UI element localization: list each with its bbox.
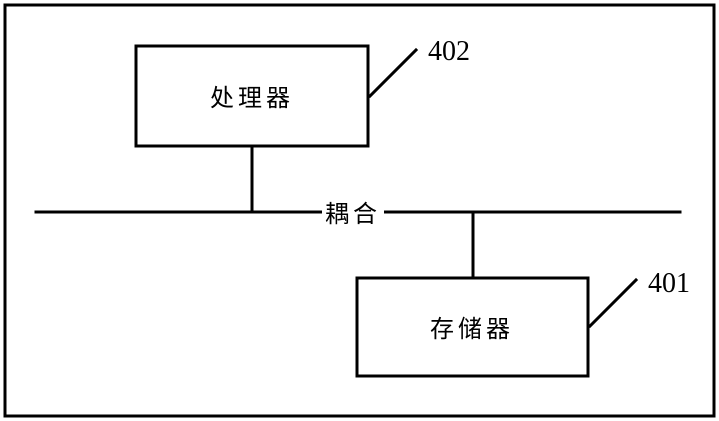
processor-leader-line <box>367 47 419 99</box>
memory-box <box>355 276 590 378</box>
outer-frame <box>3 3 716 418</box>
memory-leader-line <box>587 277 639 329</box>
processor-box <box>134 44 370 148</box>
processor-ref-number: 402 <box>428 36 470 67</box>
memory-ref-number: 401 <box>648 268 690 299</box>
coupling-label: 耦合 <box>325 200 381 228</box>
memory-label: 存储器 <box>430 315 514 343</box>
coupling-label-gap <box>322 196 384 226</box>
processor-label: 处理器 <box>210 84 294 112</box>
